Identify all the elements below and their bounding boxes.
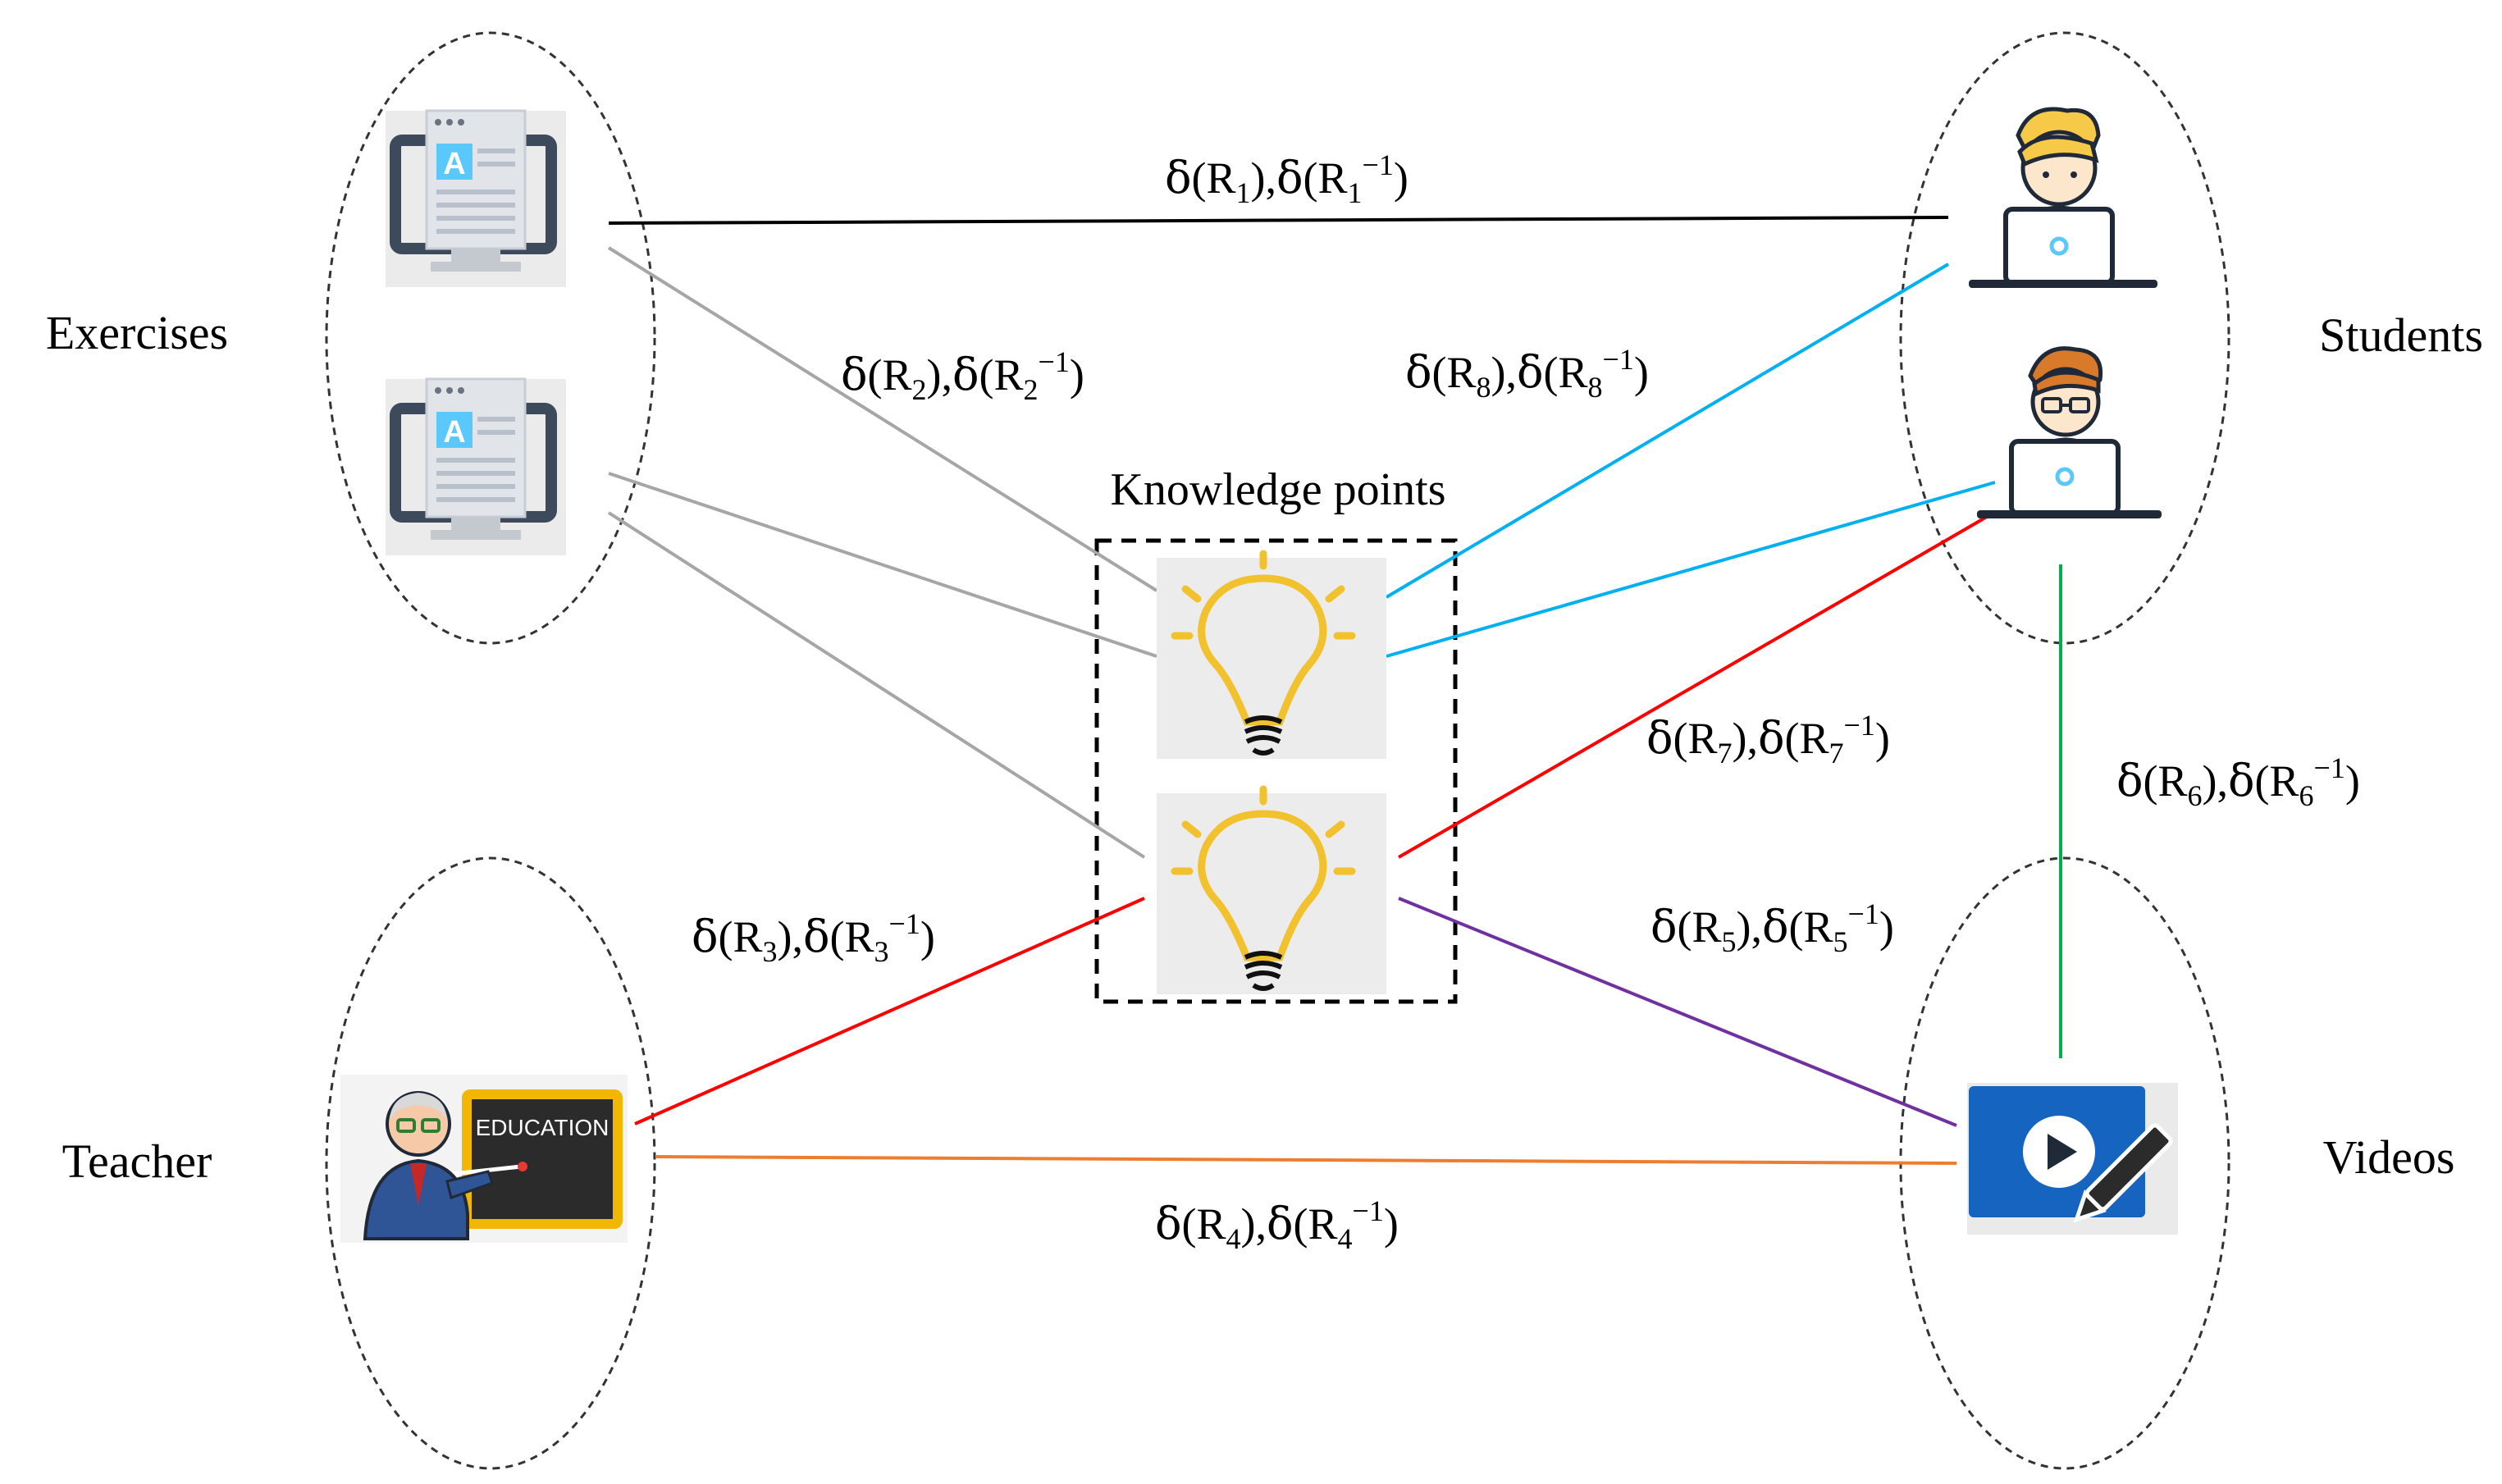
edge-r8-kp1-st1 — [1385, 263, 1950, 599]
edge-r1 — [608, 216, 1949, 225]
exercise-icon-2: A — [386, 377, 566, 555]
bulb-icon-1 — [1157, 550, 1386, 759]
relation-label-r7: ẟ(R7),ẟ(R7−1) — [1646, 709, 1890, 769]
student-icon-1 — [1969, 107, 2157, 288]
edge-r2-ex2-kp2 — [607, 511, 1146, 859]
video-edit-icon — [1967, 1083, 2178, 1235]
relation-label-r3: ẟ(R3),ẟ(R3−1) — [692, 907, 935, 968]
edge-r2-ex1-kp1 — [607, 246, 1158, 592]
teacher-icon: EDUCATION — [340, 1075, 628, 1243]
relation-label-r5: ẟ(R5),ẟ(R5−1) — [1650, 897, 1894, 958]
relation-labels: ẟ(R1),ẟ(R1−1) ẟ(R2),ẟ(R2−1) ẟ(R3),ẟ(R3−1) ẟ… — [692, 148, 2360, 1255]
relation-label-r2: ẟ(R2),ẟ(R2−1) — [841, 345, 1084, 406]
group-label-videos: Videos — [2323, 1130, 2455, 1184]
svg-text:A: A — [443, 147, 465, 181]
student-icon-2 — [1977, 346, 2162, 518]
exercise-icon-1: A — [386, 109, 566, 287]
students-ellipse — [1899, 31, 2230, 645]
bulb-icon-2 — [1157, 785, 1386, 994]
knowledge-points-box — [1094, 538, 1458, 1004]
edge-r3-teacher-kp2 — [634, 897, 1145, 1126]
group-label-teacher: Teacher — [62, 1135, 212, 1188]
exercises-ellipse — [325, 31, 656, 645]
svg-text:A: A — [443, 415, 465, 450]
edge-r2-ex2-kp1 — [608, 472, 1157, 658]
knowledge-points-title: Knowledge points — [1110, 464, 1445, 515]
group-label-exercises: Exercises — [46, 306, 228, 359]
edge-r4-teacher-video — [655, 1155, 1957, 1165]
teacher-ellipse — [325, 856, 656, 1470]
teacher-board-text: EDUCATION — [476, 1115, 610, 1140]
edge-r8-kp1-st2 — [1386, 481, 1996, 658]
group-label-students: Students — [2319, 308, 2483, 362]
relation-label-r4: ẟ(R4),ẟ(R4−1) — [1155, 1194, 1399, 1255]
relation-label-r8: ẟ(R8),ẟ(R8−1) — [1405, 343, 1649, 404]
edge-r7-kp2-st2 — [1397, 513, 1993, 859]
edge-r5-kp2-video — [1398, 897, 1957, 1127]
relation-label-r6: ẟ(R6),ẟ(R6−1) — [2116, 751, 2360, 812]
relation-label-r1: ẟ(R1),ẟ(R1−1) — [1165, 148, 1409, 209]
